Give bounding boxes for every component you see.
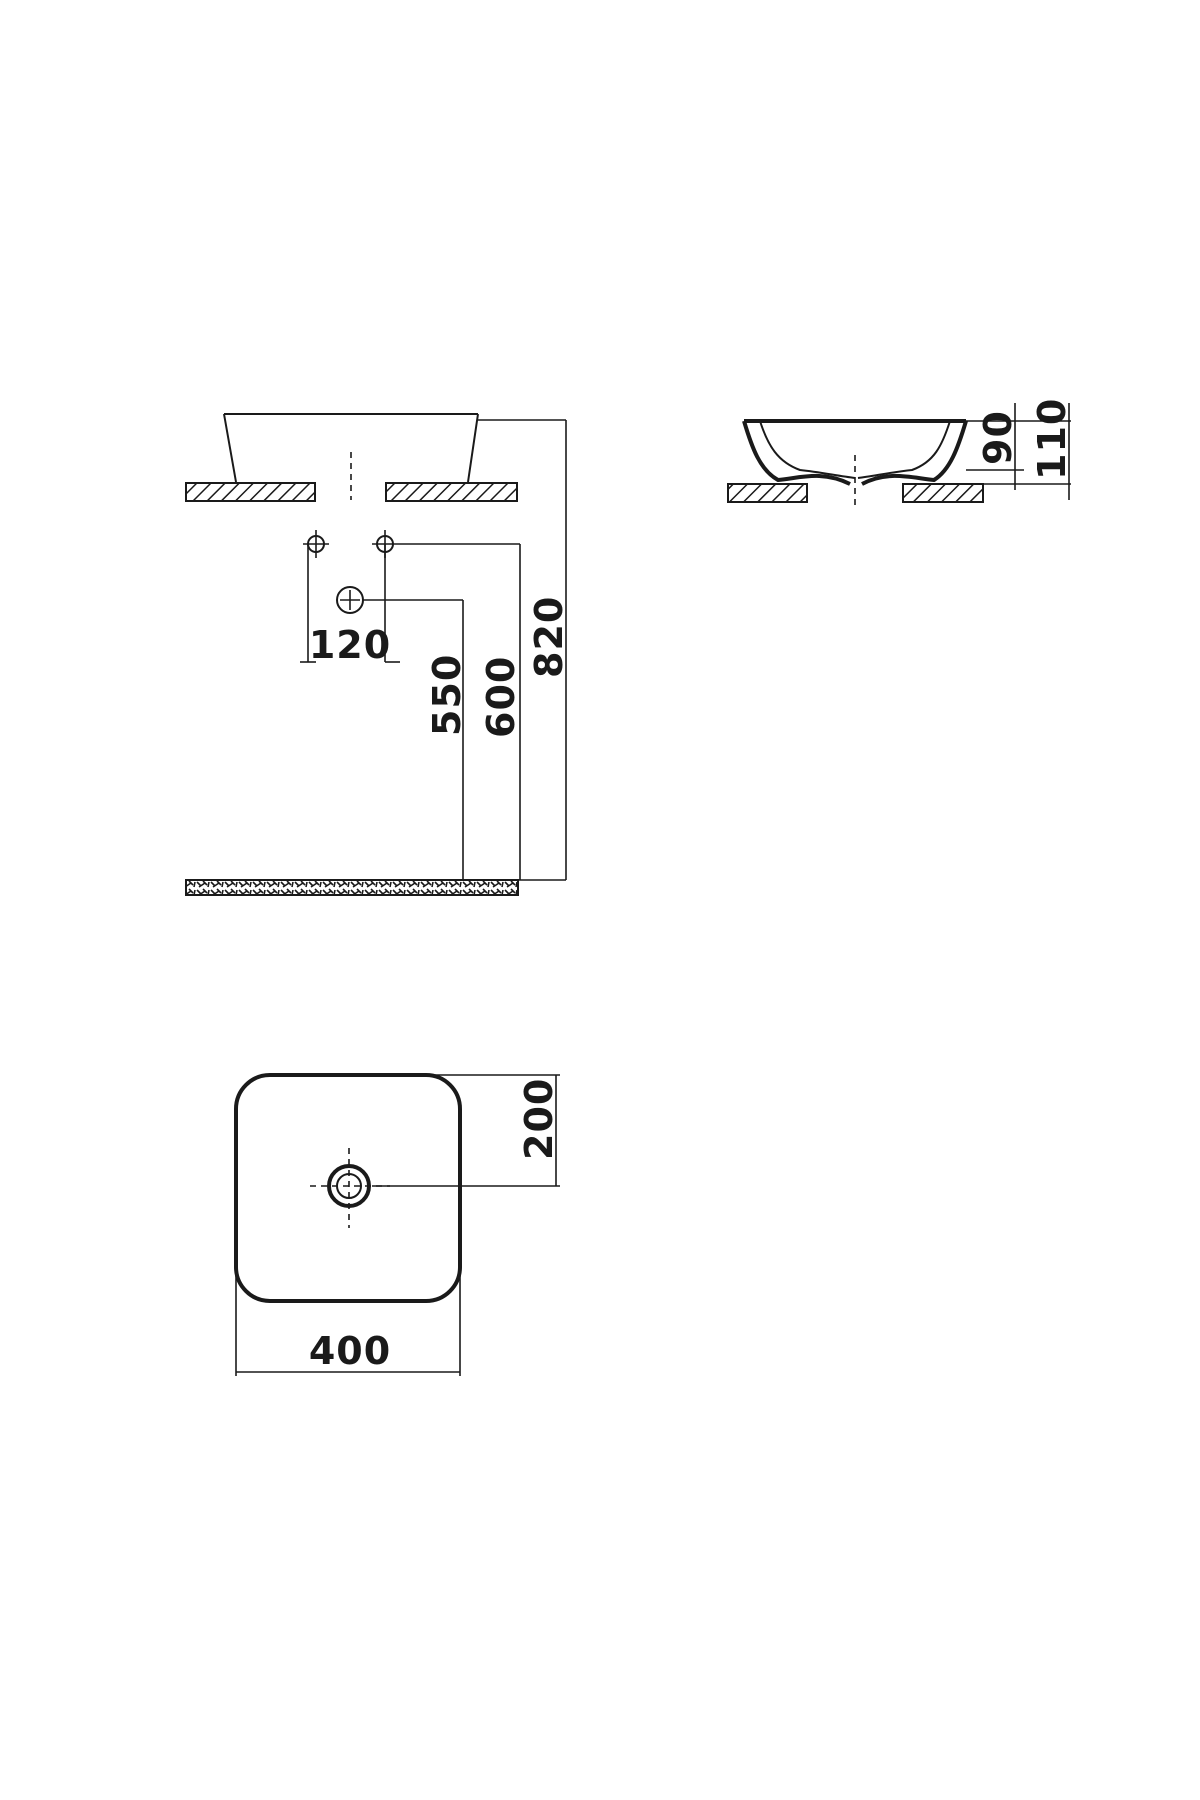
basin-front-profile — [223, 413, 479, 483]
drain-top — [310, 1148, 390, 1228]
basin-side-profile — [742, 419, 968, 486]
tap-connection-left — [300, 530, 329, 663]
tap-height-label: 600 — [479, 656, 523, 738]
bowl-depth-label: 90 — [976, 410, 1020, 465]
tap-spacing-label: 120 — [309, 623, 391, 667]
tap-connection-right — [372, 530, 521, 880]
basin-outline-top — [234, 1073, 462, 1303]
drain-connection — [336, 586, 464, 880]
top-view: 200 400 — [234, 1073, 561, 1376]
rim-height-label: 820 — [527, 596, 571, 678]
half-width-label: 200 — [517, 1078, 561, 1160]
side-countertop-left — [727, 483, 808, 503]
floor-line — [185, 879, 519, 896]
countertop-right — [385, 482, 518, 502]
side-countertop-right — [902, 483, 984, 503]
side-view: 90 110 — [727, 398, 1074, 505]
drain-height-label: 550 — [425, 654, 469, 736]
total-height-label: 110 — [1030, 398, 1074, 480]
countertop-left — [185, 482, 316, 502]
width-label: 400 — [309, 1329, 391, 1373]
front-view: 120 550 600 820 — [185, 413, 571, 896]
